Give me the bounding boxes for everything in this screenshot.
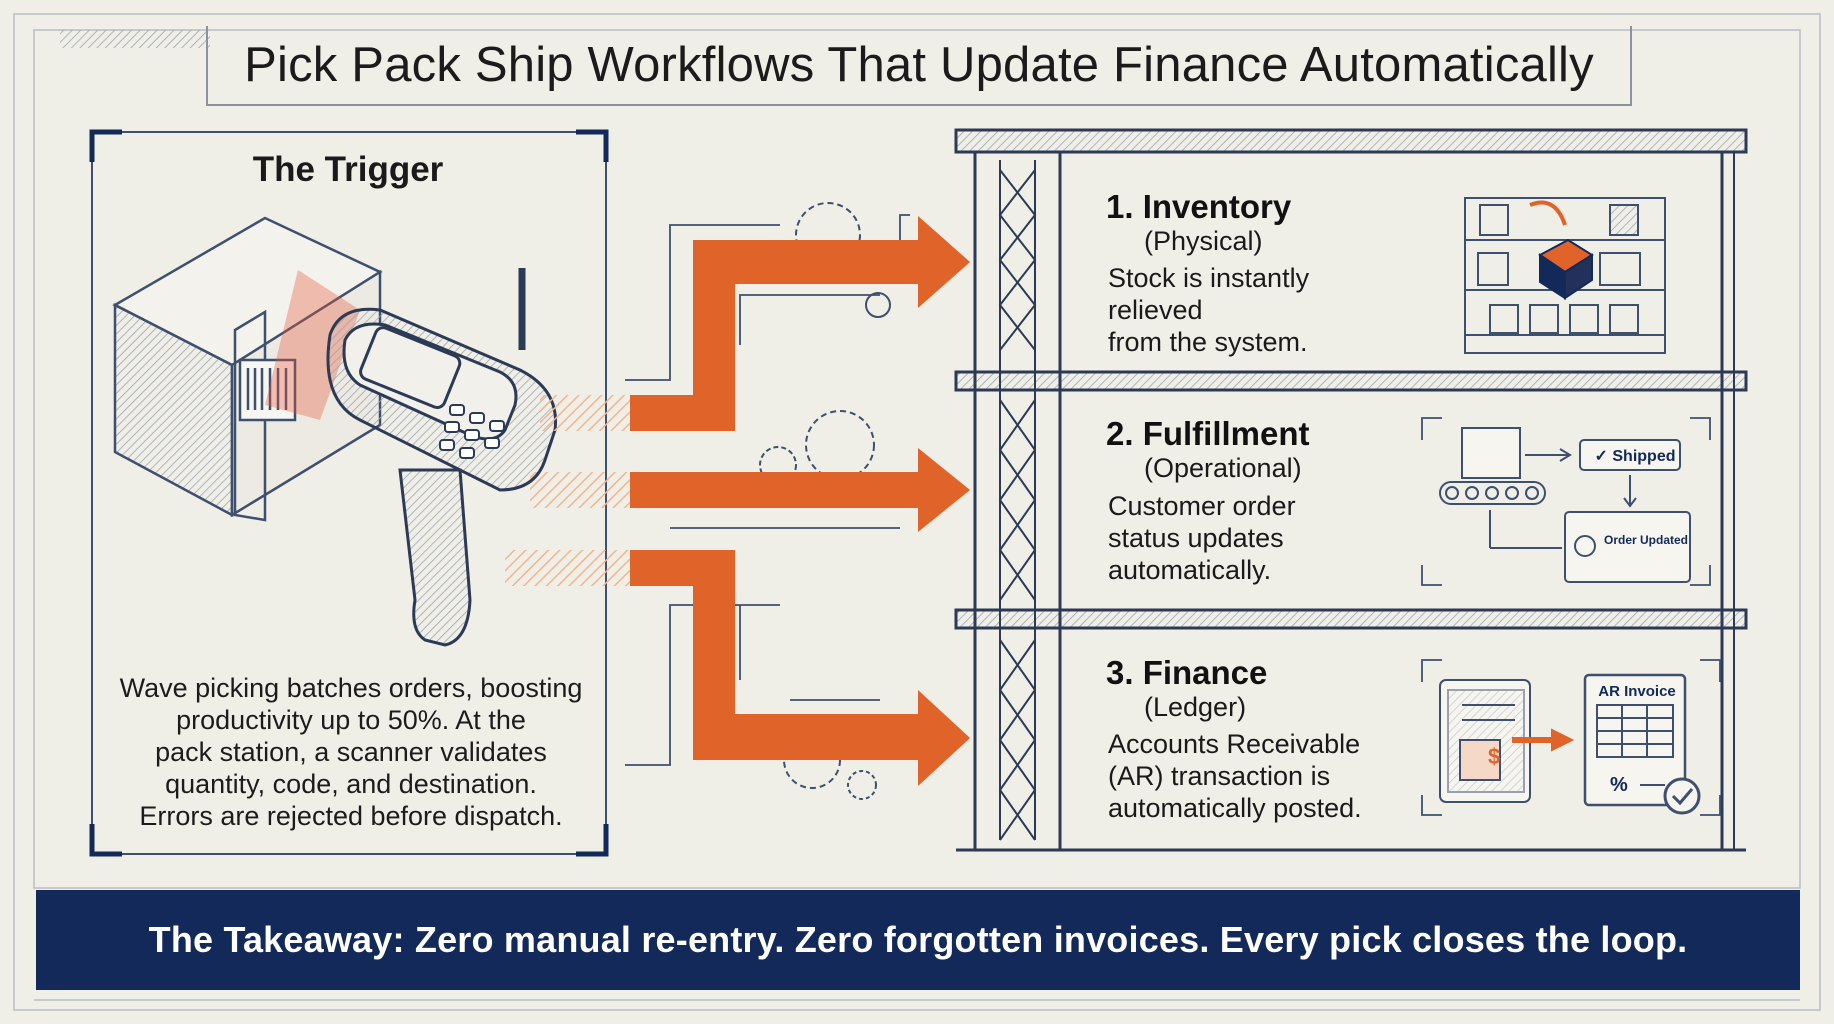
trigger-line: pack station, a scanner validates [155, 737, 547, 767]
desc-line: automatically. [1108, 555, 1272, 585]
stage-fulfillment-description: Customer order status updates automatica… [1108, 490, 1408, 586]
shelving-box-icon [1464, 197, 1666, 354]
takeaway-text: The Takeaway: Zero manual re-entry. Zero… [148, 919, 1688, 960]
stage-inventory-description: Stock is instantly relieved from the sys… [1108, 262, 1408, 358]
desc-line: status updates [1108, 523, 1284, 553]
shipped-badge: ✓ Shipped [1594, 448, 1676, 465]
desc-line: Accounts Receivable [1108, 729, 1361, 759]
arrow-to-fulfillment [630, 448, 970, 532]
stage-fulfillment-title: 2. Fulfillment [1106, 415, 1310, 452]
scan-beam [265, 270, 360, 420]
trigger-line: Errors are rejected before dispatch. [139, 801, 563, 831]
dollar-sign: $ [1488, 744, 1501, 769]
icon-frames [1421, 417, 1721, 816]
trigger-line: productivity up to 50%. At the [176, 705, 526, 735]
arrow-to-finance [630, 550, 970, 786]
trigger-heading: The Trigger [252, 150, 444, 189]
page-title: Pick Pack Ship Workflows That Update Fin… [244, 38, 1594, 92]
stage-inventory-subtitle: (Physical) [1144, 226, 1263, 256]
title-frame: Pick Pack Ship Workflows That Update Fin… [206, 26, 1632, 106]
trigger-description: Wave picking batches orders, boosting pr… [96, 672, 606, 832]
desc-line: Customer order [1108, 491, 1296, 521]
stage-fulfillment-subtitle: (Operational) [1144, 453, 1302, 483]
desc-line: automatically posted. [1108, 793, 1362, 823]
trigger-line: quantity, code, and destination. [165, 769, 537, 799]
trigger-line: Wave picking batches orders, boosting [119, 673, 583, 703]
shipped-label: Shipped [1612, 448, 1676, 465]
stage-finance-subtitle: (Ledger) [1144, 692, 1247, 722]
percent-sign: % [1610, 774, 1628, 796]
takeaway-banner: The Takeaway: Zero manual re-entry. Zero… [36, 890, 1800, 990]
conveyor-status-icon [1439, 427, 1691, 583]
stage-finance-title: 3. Finance [1106, 654, 1268, 691]
arrow-to-inventory [630, 216, 970, 431]
order-updated-badge: Order Updated [1604, 533, 1689, 547]
barcode-scanner-icon [326, 268, 558, 647]
stage-inventory-title: 1. Inventory [1106, 188, 1292, 225]
desc-line: (AR) transaction is [1108, 761, 1331, 791]
stage-finance-description: Accounts Receivable (AR) transaction is … [1108, 728, 1408, 824]
desc-line: from the system. [1108, 327, 1308, 357]
box-icon [112, 216, 383, 522]
scaffold-tower [954, 128, 1748, 852]
ar-invoice-label: AR Invoice [1598, 683, 1676, 700]
corner-hatch [60, 30, 210, 48]
flow-arrows [505, 216, 970, 786]
ledger-invoice-icon [1439, 673, 1701, 815]
blueprint-frame [13, 13, 1821, 1011]
desc-line: Stock is instantly relieved [1108, 263, 1310, 325]
